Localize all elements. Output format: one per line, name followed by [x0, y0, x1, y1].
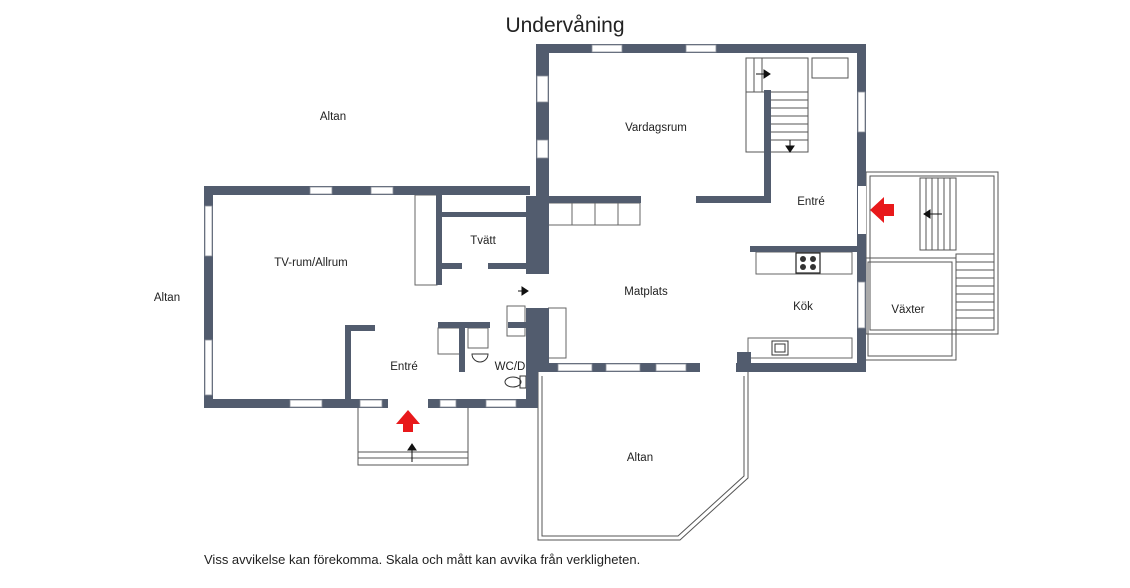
room-label-altan-top: Altan	[320, 111, 346, 123]
windows	[204, 44, 866, 408]
entrance-arrow-icon	[396, 410, 420, 432]
room-label-vardagsrum: Vardagsrum	[625, 122, 687, 134]
plan-title: Undervåning	[505, 14, 625, 37]
altan-bottom-deck	[537, 372, 749, 541]
room-label-wc: WC/D	[495, 361, 526, 373]
room-label-tvatt: Tvätt	[470, 235, 496, 247]
room-label-altan-bottom: Altan	[627, 452, 653, 464]
stove-icon	[795, 252, 821, 274]
entrance-arrow-icon	[870, 197, 894, 223]
room-label-altan-left: Altan	[154, 292, 180, 304]
room-label-entre-left: Entré	[390, 361, 418, 373]
fixtures	[414, 194, 853, 359]
toilet-icon	[504, 375, 527, 389]
room-label-matplats: Matplats	[624, 286, 668, 298]
doorways	[388, 186, 866, 408]
sink-icon	[771, 340, 789, 356]
walls	[204, 44, 866, 408]
washbasin-icon	[471, 353, 489, 363]
door-arrow-icon	[407, 69, 942, 462]
room-label-kok: Kök	[793, 301, 813, 313]
entrance-steps-left	[357, 406, 469, 466]
interior-stairs	[745, 57, 849, 153]
room-label-entre-right: Entré	[797, 196, 825, 208]
room-label-tv-rum: TV-rum/Allrum	[274, 257, 347, 269]
entrance-stairs-right	[865, 171, 999, 335]
disclaimer-text: Viss avvikelse kan förekomma. Skala och …	[204, 552, 641, 567]
room-label-vaxter: Växter	[891, 304, 924, 316]
